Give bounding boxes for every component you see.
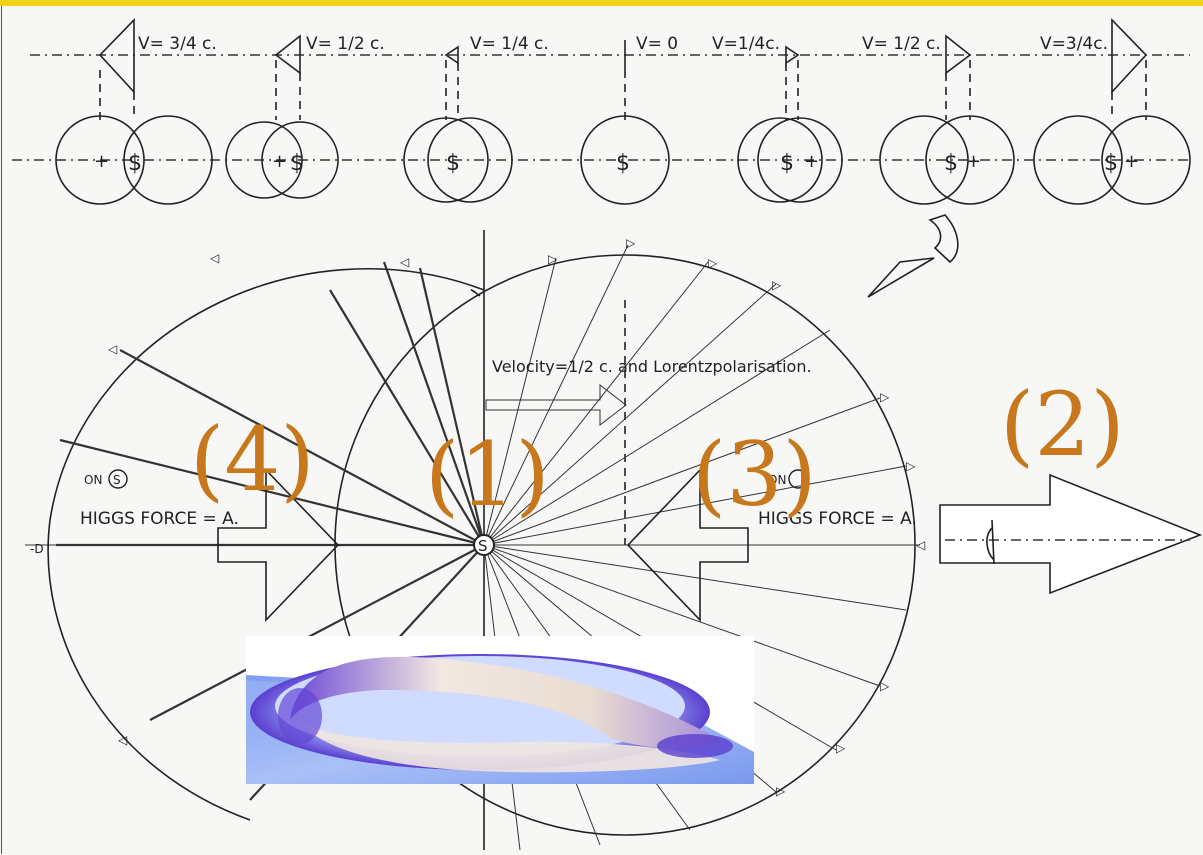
left-frame-line <box>1 6 1202 854</box>
field-line <box>483 397 881 546</box>
svg-text:▷: ▷ <box>626 236 636 250</box>
field-line <box>119 349 485 546</box>
svg-text:$: $ <box>290 151 304 176</box>
svg-text:◁: ◁ <box>117 733 127 747</box>
velocity-label: V=1/4c. <box>712 34 780 54</box>
field-line <box>59 438 485 547</box>
velocity-label: V= 1/2 c. <box>306 34 385 54</box>
svg-text:ON: ON <box>84 473 102 487</box>
svg-text:▷: ▷ <box>776 784 786 798</box>
diagram-caption: Velocity=1/2 c. and Lorentzpolarisation. <box>492 357 812 376</box>
svg-text:$: $ <box>1104 151 1118 176</box>
svg-text:▷: ▷ <box>548 252 558 266</box>
right-force-label: HIGGS FORCE = A. <box>758 509 917 529</box>
svg-text:$: $ <box>616 151 630 176</box>
svg-text:$: $ <box>780 151 794 176</box>
svg-text:+: + <box>94 151 109 172</box>
region-label-2: (2) <box>1000 373 1125 476</box>
left-force-label: HIGGS FORCE = A. <box>80 509 239 529</box>
svg-text:◁: ◁ <box>209 251 219 265</box>
left-on-marker: ON S <box>84 469 128 489</box>
svg-text:◁: ◁ <box>107 342 117 356</box>
velocity-triangles <box>98 18 1148 95</box>
field-line <box>418 267 486 546</box>
svg-text:◁: ◁ <box>399 255 409 269</box>
svg-text:+: + <box>1124 151 1139 172</box>
right-higgs-arrow <box>626 468 749 622</box>
field-line <box>483 544 907 611</box>
velocity-arrow <box>485 383 627 427</box>
svg-text:S: S <box>113 473 121 487</box>
region-label-1: (1) <box>425 423 550 526</box>
svg-text:$: $ <box>446 151 460 176</box>
svg-text:▷: ▷ <box>772 278 782 292</box>
svg-text:▷: ▷ <box>906 459 916 473</box>
velocity-label-group: V= 3/4 c. V= 1/2 c. V= 1/4 c. V= 0 V=1/4… <box>138 34 1108 54</box>
field-line <box>483 329 831 546</box>
field-line <box>382 261 486 546</box>
left-higgs-arrow <box>217 468 340 622</box>
velocity-label: V= 1/2 c. <box>862 34 941 54</box>
edge-arrowheads: ◁ ◁ ◁ ▷ ▷ ▷ ▷ ▷ ▷ ◁ -D ▷ ▷ ◁ ▷ <box>30 236 925 798</box>
velocity-label: V= 0 <box>636 34 678 54</box>
top-accent-bar <box>0 0 1203 6</box>
svg-text:$: $ <box>944 151 958 176</box>
right-on-marker: ON <box>768 469 808 489</box>
pointer-arrow <box>867 214 959 298</box>
field-line <box>483 465 907 546</box>
svg-text:+: + <box>804 151 819 172</box>
field-line <box>483 257 557 546</box>
svg-text:$: $ <box>128 151 142 176</box>
svg-text:-D: -D <box>30 542 44 556</box>
source-label: S <box>478 537 488 555</box>
region-label-4: (4) <box>190 408 315 511</box>
field-line <box>149 544 485 721</box>
svg-text:▷: ▷ <box>880 390 890 404</box>
velocity-label: V= 1/4 c. <box>470 34 549 54</box>
velocity-label: V=3/4c. <box>1040 34 1108 54</box>
svg-text:▷: ▷ <box>880 679 890 693</box>
droplines <box>99 60 1147 120</box>
field-line <box>483 544 881 687</box>
radial-field-lines <box>56 244 916 851</box>
higgs-potential-surface <box>246 636 754 784</box>
svg-text:+: + <box>966 151 981 172</box>
region-label-3: (3) <box>692 423 817 526</box>
svg-text:◁: ◁ <box>915 538 925 552</box>
velocity-label: V= 3/4 c. <box>138 34 217 54</box>
outer-motion-arrow <box>939 473 1203 595</box>
field-line <box>483 261 709 546</box>
field-line <box>329 289 485 546</box>
field-line <box>483 283 777 546</box>
source-node: S <box>473 534 495 556</box>
field-line <box>483 244 629 546</box>
svg-text:▷: ▷ <box>708 256 718 270</box>
svg-text:+: + <box>272 151 287 172</box>
field-circles-row: + $ + $ $ $ $ + $ + $ + <box>12 115 1191 205</box>
svg-text:ON: ON <box>768 473 786 487</box>
svg-text:▷: ▷ <box>836 741 846 755</box>
